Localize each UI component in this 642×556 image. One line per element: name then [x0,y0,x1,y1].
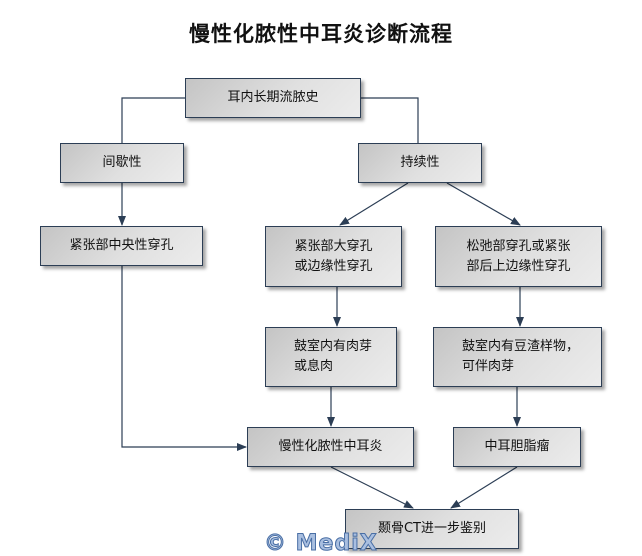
node-history: 耳内长期流脓史 [185,78,361,118]
node-label: 间歇性 [102,155,142,170]
node-cholesteatoma-material: 鼓室内有豆渣样物， 可伴肉芽 [433,327,602,387]
node-label: 颞骨CT进一步鉴别 [377,521,487,536]
node-label: 鼓室内有肉芽 或息肉 [294,339,373,374]
node-ct: 颞骨CT进一步鉴别 [345,509,519,549]
diagram-title: 慢性化脓性中耳炎诊断流程 [189,22,453,46]
node-granulation: 鼓室内有肉芽 或息肉 [265,327,397,387]
node-attic-perforation: 松弛部穿孔或紧张 部后上边缘性穿孔 [435,226,602,287]
node-label: 鼓室内有豆渣样物， 可伴肉芽 [462,339,580,374]
node-label: 紧张部中央性穿孔 [69,238,174,253]
node-cspom: 慢性化脓性中耳炎 [247,427,414,467]
node-intermittent: 间歇性 [60,143,184,183]
node-persistent: 持续性 [358,143,482,183]
node-cholesteatoma: 中耳胆脂瘤 [453,427,581,467]
arrow-cspom-ct [330,466,414,509]
node-label: 耳内长期流脓史 [227,90,319,105]
node-label: 慢性化脓性中耳炎 [278,439,383,454]
arrow-persistent-large [339,182,409,226]
node-label: 中耳胆脂瘤 [484,439,550,454]
node-label: 持续性 [400,155,440,170]
node-central-perforation: 紧张部中央性穿孔 [40,226,203,266]
node-label: 松弛部穿孔或紧张 部后上边缘性穿孔 [466,238,571,274]
arrow-cholesteatoma-ct [450,466,518,509]
watermark: © MediX [264,531,378,556]
arrow-central-cspom [121,265,247,451]
node-label: 紧张部大穿孔 或边缘性穿孔 [294,238,373,274]
connector-history-intermittent [121,97,185,143]
node-large-perforation: 紧张部大穿孔 或边缘性穿孔 [265,226,402,287]
arrow-persistent-attic [446,182,521,226]
connector-history-persistent [361,97,419,143]
